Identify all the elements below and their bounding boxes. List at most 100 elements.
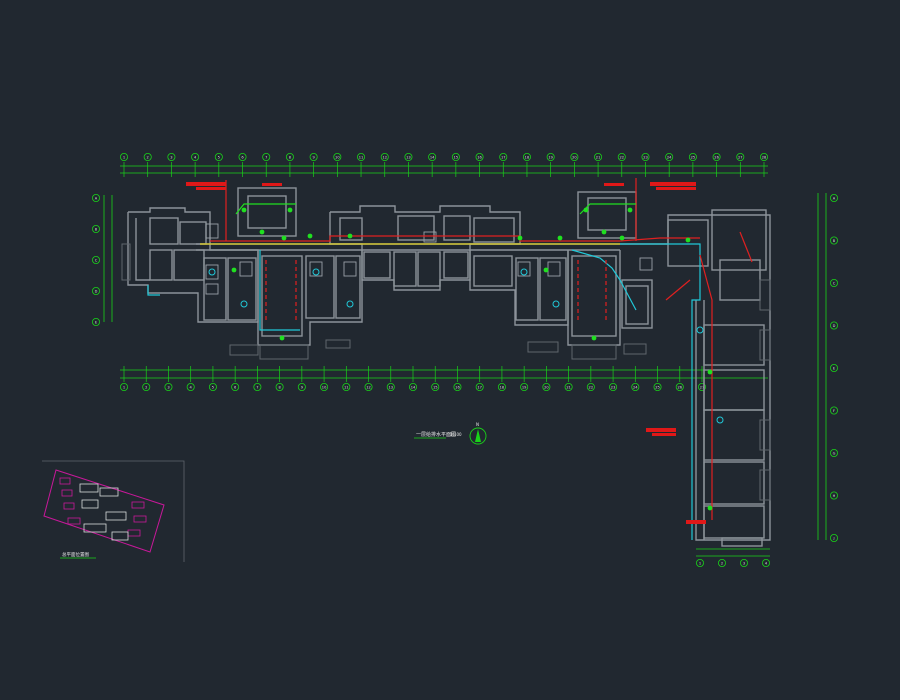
grid-top-17: 18 — [522, 152, 531, 161]
grid-left-3: D — [92, 286, 101, 295]
svg-text:14: 14 — [411, 386, 416, 390]
svg-text:21: 21 — [566, 386, 571, 390]
grid-bottom-0: 1 — [120, 382, 129, 391]
svg-text:B: B — [833, 239, 836, 243]
svg-text:6: 6 — [241, 156, 244, 160]
svg-text:11: 11 — [344, 386, 349, 390]
grid-bottom-4: 5 — [208, 382, 217, 391]
grid-right-5: F — [830, 406, 839, 415]
grid-top-23: 24 — [665, 152, 674, 161]
grid-bottom-12: 13 — [386, 382, 395, 391]
grid-right-2: C — [830, 278, 839, 287]
key-plan-blocks — [79, 483, 129, 541]
grid-top-0: 1 — [120, 152, 129, 161]
svg-text:19: 19 — [522, 386, 527, 390]
key-plan[interactable]: 总平面位置图 — [42, 460, 185, 562]
svg-text:8: 8 — [289, 156, 292, 160]
svg-text:13: 13 — [406, 156, 411, 160]
svg-text:J: J — [832, 537, 834, 541]
grid-wing-bottom-3: 4 — [762, 559, 771, 568]
grid-top-27: 28 — [760, 152, 769, 161]
grid-top-2: 3 — [167, 152, 176, 161]
svg-text:4: 4 — [194, 156, 197, 160]
grid-top-9: 10 — [333, 152, 342, 161]
grid-top-10: 11 — [357, 152, 366, 161]
svg-text:2: 2 — [147, 156, 149, 160]
grid-wing-bottom-2: 3 — [740, 559, 749, 568]
key-plan-title: 总平面位置图 — [62, 551, 89, 558]
grid-top-20: 21 — [594, 152, 603, 161]
grid-bottom-14: 15 — [431, 382, 440, 391]
svg-text:25: 25 — [655, 386, 660, 390]
svg-text:25: 25 — [691, 156, 696, 160]
grid-right-4: E — [830, 363, 839, 372]
grid-bottom-16: 17 — [475, 382, 484, 391]
svg-text:23: 23 — [643, 156, 648, 160]
grid-left-4: E — [92, 317, 101, 326]
svg-text:3: 3 — [167, 386, 169, 390]
svg-text:18: 18 — [500, 386, 505, 390]
svg-text:26: 26 — [714, 156, 719, 160]
plan-scale: 1:100 — [450, 432, 462, 437]
svg-text:23: 23 — [611, 386, 616, 390]
svg-text:1: 1 — [699, 562, 701, 566]
grid-bottom-1: 2 — [142, 382, 151, 391]
svg-text:B: B — [95, 228, 98, 232]
key-plan-buildings — [59, 477, 147, 537]
svg-text:17: 17 — [501, 156, 506, 160]
svg-text:15: 15 — [433, 386, 438, 390]
svg-text:10: 10 — [335, 156, 340, 160]
svg-text:D: D — [833, 324, 836, 328]
grid-top-21: 22 — [617, 152, 626, 161]
svg-text:A: A — [833, 197, 836, 201]
svg-text:19: 19 — [548, 156, 553, 160]
svg-text:9: 9 — [301, 386, 304, 390]
grid-bottom-15: 16 — [453, 382, 462, 391]
svg-text:24: 24 — [667, 156, 672, 160]
grid-right-0: A — [830, 193, 839, 202]
grid-bottom-20: 21 — [564, 382, 573, 391]
svg-text:1: 1 — [123, 156, 125, 160]
grid-top-13: 14 — [428, 152, 437, 161]
grid-left-1: B — [92, 224, 101, 233]
svg-text:16: 16 — [477, 156, 482, 160]
grid-bottom-13: 14 — [408, 382, 417, 391]
grid-top-15: 16 — [475, 152, 484, 161]
svg-text:28: 28 — [762, 156, 767, 160]
grid-bottom-18: 19 — [520, 382, 529, 391]
water-pipes — [147, 178, 753, 540]
floor-drains — [208, 268, 724, 424]
grid-left-0: A — [92, 193, 101, 202]
svg-text:15: 15 — [454, 156, 459, 160]
grid-bottom-21: 22 — [586, 382, 595, 391]
svg-text:20: 20 — [572, 156, 577, 160]
plan-title-block: 一层给排水平面图 1:100 N — [414, 422, 487, 445]
grid-right-1: B — [830, 236, 839, 245]
grid-bottom-26: 27 — [698, 382, 707, 391]
grid-top-14: 15 — [451, 152, 460, 161]
svg-text:17: 17 — [477, 386, 482, 390]
svg-text:5: 5 — [212, 386, 214, 390]
svg-text:22: 22 — [589, 386, 594, 390]
svg-text:E: E — [95, 321, 98, 325]
svg-text:G: G — [833, 452, 836, 456]
grid-top-12: 13 — [404, 152, 413, 161]
grid-top-11: 12 — [380, 152, 389, 161]
grid-bottom-23: 24 — [631, 382, 640, 391]
svg-text:3: 3 — [743, 562, 745, 566]
grid-bottom-3: 4 — [186, 382, 195, 391]
grid-bottom-25: 26 — [675, 382, 684, 391]
svg-text:20: 20 — [544, 386, 549, 390]
svg-text:27: 27 — [700, 386, 705, 390]
grid-right-8: J — [830, 534, 839, 543]
svg-text:11: 11 — [359, 156, 364, 160]
grid-bottom-17: 18 — [497, 382, 506, 391]
svg-text:6: 6 — [234, 386, 237, 390]
grid-bottom-22: 23 — [609, 382, 618, 391]
svg-text:7: 7 — [265, 156, 267, 160]
grid-top-24: 25 — [688, 152, 697, 161]
svg-text:12: 12 — [366, 386, 371, 390]
